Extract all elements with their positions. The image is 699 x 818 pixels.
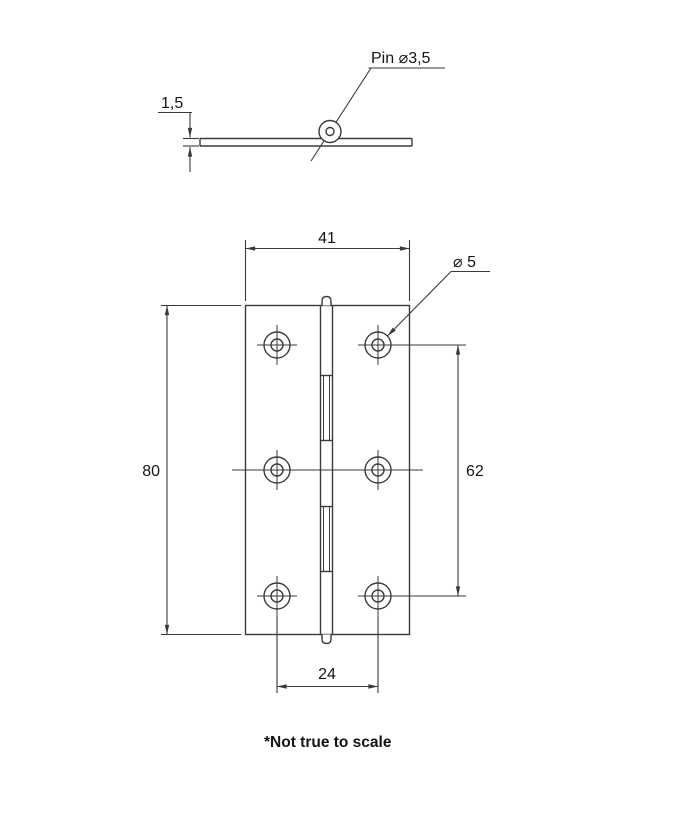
pin-diameter-label: Pin ⌀3,5 xyxy=(371,50,431,67)
hole-inner-circle xyxy=(371,589,385,603)
hole-diameter-leader xyxy=(387,271,452,337)
hole-outer-circle xyxy=(364,582,392,610)
hole-middle-right xyxy=(364,450,392,490)
hole-outer-circle xyxy=(364,331,392,359)
hole-bottom-right xyxy=(358,576,398,616)
thickness-label: 1,5 xyxy=(161,95,183,112)
hole-bottom-left xyxy=(257,576,297,616)
hole-inner-circle xyxy=(371,463,385,477)
dimensions: 41 ⌀ 5 80 62 24 xyxy=(142,230,490,693)
hole-diameter-label: ⌀ 5 xyxy=(453,254,476,271)
pin-barrel-circle xyxy=(318,119,342,144)
pin-hole-circle xyxy=(325,126,335,137)
pin-leader-line xyxy=(310,67,372,162)
hole-outer-circle xyxy=(263,331,291,359)
hole-inner-circle xyxy=(270,338,284,352)
vspacing-dim-label: 62 xyxy=(466,463,484,480)
hole-top-right xyxy=(358,325,398,365)
pin-cap-bottom xyxy=(321,634,332,645)
hole-inner-circle xyxy=(270,463,284,477)
hole-inner-circle xyxy=(270,589,284,603)
width-dim-label: 41 xyxy=(318,230,336,247)
hole-top-left xyxy=(257,325,297,365)
hole-inner-circle xyxy=(371,338,385,352)
hole-middle-left xyxy=(263,450,291,490)
hspacing-dim-label: 24 xyxy=(318,666,336,683)
height-dim-label: 80 xyxy=(142,463,160,480)
side-view: Pin ⌀3,5 1,5 xyxy=(158,50,445,172)
front-view xyxy=(232,295,423,645)
pin-cap-top xyxy=(321,295,332,306)
scale-footnote: *Not true to scale xyxy=(264,734,392,751)
hole-outer-circle xyxy=(263,582,291,610)
hole-outer-circle xyxy=(364,456,392,484)
hole-outer-circle xyxy=(263,456,291,484)
